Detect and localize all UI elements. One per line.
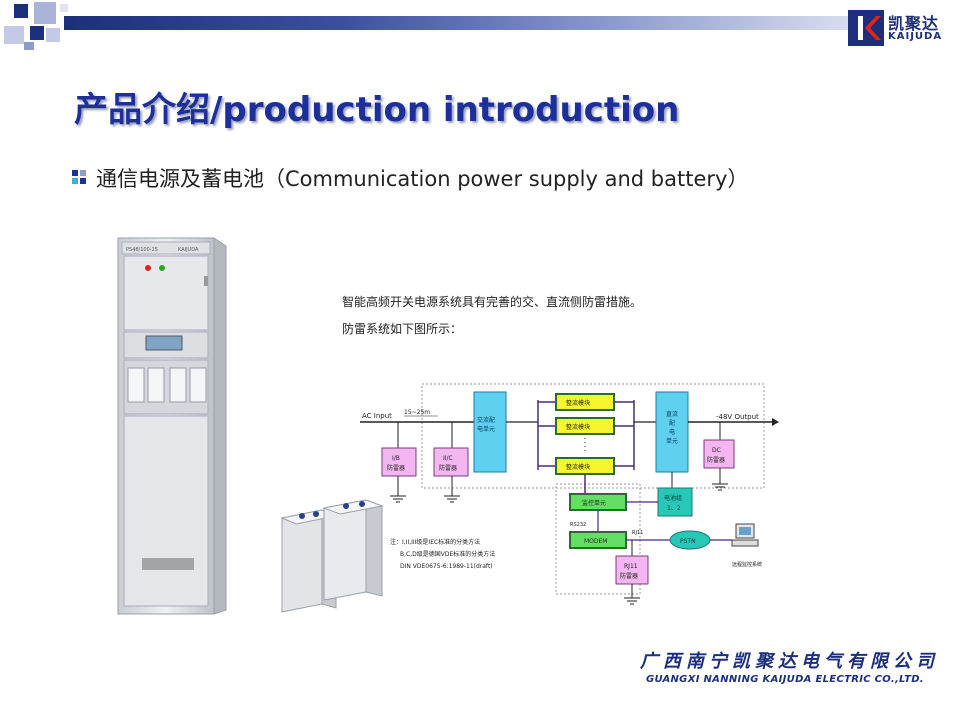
dc-output-label: -48V Output [716,413,759,421]
ac-dist-label-1: 交流配 [477,416,495,424]
spd-dc-box [703,439,735,469]
rectifier-label: 整流模块 [566,423,590,431]
remote-monitor-label: 远程监控系统 [732,561,762,568]
dc-dist-label-2: 配 [669,420,675,427]
monitor-boundary [555,483,641,595]
decor-square [34,2,56,24]
spd-ib-label-1: I/B [392,455,400,462]
page-title: 产品介绍/production introduction [74,90,680,130]
decor-square [46,28,60,42]
spd-dc-label-1: DC [712,447,721,454]
spd-iic-box [433,447,469,477]
modem-label: MODEM [584,538,608,545]
spd-iic-label-2: 防雷器 [439,464,457,472]
rj11-label: RJ11 [632,530,643,536]
spd-ib-label-2: 防雷器 [387,464,405,472]
dc-dist-label-3: 电 [669,428,675,436]
monitor-label: 监控单元 [582,499,606,507]
bullet-icon [72,170,86,184]
decor-square [14,4,28,18]
battery-label-1: 电池组 [664,494,682,502]
logo-text-cn: 凯聚达 [888,14,940,33]
power-cabinet-image: PS48/100-2S KAIJUDA [117,237,227,615]
ac-dist-label-2: 电单元 [477,425,495,433]
spd-rj11-label-1: RJ11 [624,563,638,570]
description-line-1: 智能高频开关电源系统具有完善的交、直流侧防雷措施。 [342,295,643,309]
cabinet-model-label: PS48/100-2S [126,247,158,253]
rs232-label: RS232 [570,522,586,528]
note-line-1: 注：I,II,III级是IEC标准的分类方法 [390,538,480,546]
lightning-protection-diagram: AC Input 15~25m I/B 防雷器 II/C 防雷器 交流配 电单元… [360,383,779,605]
decor-square [30,26,44,40]
dc-dist-label-4: 单元 [666,437,678,445]
logo-text-en: KAIJUDA [888,31,943,42]
page-subtitle: 通信电源及蓄电池（Communication power supply and … [96,167,749,191]
cabinet-brand-label: KAIJUDA [178,247,199,253]
distance-label: 15~25m [404,409,430,416]
ac-distribution-box [473,391,507,473]
spd-ib-box [381,447,417,477]
decor-square [4,26,24,44]
rectifier-label: 整流模块 [566,463,590,471]
computer-icon [731,523,759,547]
rectifier-label: 整流模块 [566,399,590,407]
spd-iic-label-1: II/C [443,455,453,462]
header-bar [64,16,854,30]
dc-dist-label-1: 直流 [666,410,678,418]
footer-company-cn: 广西南宁凯聚达电气有限公司 [640,651,939,672]
ac-input-label: AC Input [362,412,392,420]
description-line-2: 防雷系统如下图所示： [342,322,463,336]
logo-mark-icon [848,10,884,46]
decor-square [24,42,34,50]
footer-company-en: GUANGXI NANNING KAIJUDA ELECTRIC CO.,LTD… [646,674,924,685]
battery-image [280,499,384,613]
company-logo: 凯聚达 KAIJUDA [848,8,948,48]
battery-label-2: 1、2 [667,505,681,512]
spd-rj11-label-2: 防雷器 [620,572,638,580]
spd-dc-label-2: 防雷器 [707,456,725,464]
pstn-label: PSTN [680,538,696,545]
system-boundary [421,383,765,489]
note-line-2: B,C,D级是德国VDE标准的分类方法 [400,550,495,558]
note-line-3: DIN VDE0675-6:1989-11(draft) [400,563,493,570]
decor-square [60,4,68,12]
